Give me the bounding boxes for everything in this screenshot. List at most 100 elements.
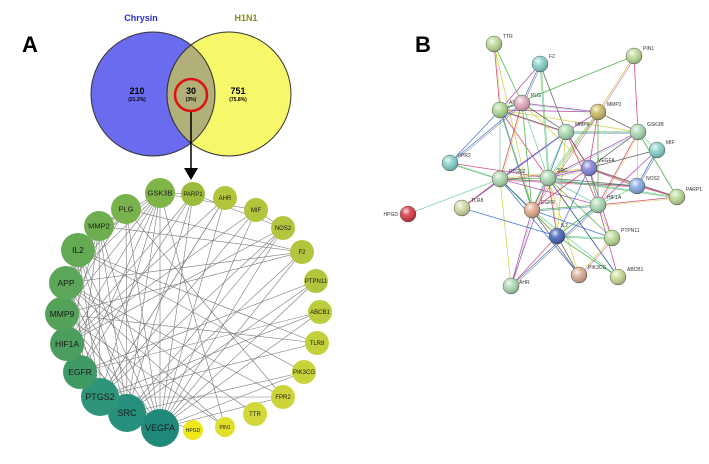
network-b-edge (499, 109, 599, 113)
venn-pct-overlap: (3%) (186, 97, 197, 103)
network-a-node-mmp9: MMP9 (45, 297, 79, 331)
network-b-node-egfr: EGFR (523, 200, 555, 219)
network-a-edge (77, 249, 128, 414)
network-b-node-shade (400, 206, 416, 222)
network-b-node-abcb1: ABCB1 (609, 267, 644, 286)
network-b-node-label: PLG (531, 93, 541, 99)
network-a-node-circle (243, 402, 267, 426)
network-a-edge (79, 311, 321, 373)
network-a-node-hpgd: HPGD (183, 420, 203, 440)
network-b-node-gsk3b: GSK3B (629, 122, 664, 141)
network-b-edge (407, 178, 501, 215)
network-b-node-label: TLR8 (471, 198, 483, 204)
network-a-edge (79, 192, 161, 373)
network-a-node-label: MIF (251, 208, 262, 214)
network-b-edge (521, 102, 533, 211)
venn-title-h1n1: H1N1 (234, 13, 257, 23)
network-b-edge (500, 104, 524, 181)
network-a-edge (66, 197, 226, 345)
network-b-node-plg: PLG (513, 93, 541, 112)
network-b-edge (510, 235, 558, 287)
network-a-nodes: PARP1AHRMIFNOS2F2PTPN11ABCB1TLR8PIK3CGFP… (45, 178, 332, 447)
network-a-node-circle (215, 417, 235, 437)
network-b-edge (539, 63, 549, 179)
network-b-edge (532, 113, 600, 212)
network-a-edge (61, 313, 226, 428)
network-a-node-plg: PLG (111, 194, 141, 224)
network-a-edge (125, 208, 284, 398)
network-b-node-shade (630, 124, 646, 140)
network-b-node-shade (558, 124, 574, 140)
network-a-node-abcb1: ABCB1 (308, 300, 332, 324)
network-a-node-label: NOS2 (275, 226, 292, 232)
network-a-node-hif1a: HIF1A (50, 327, 84, 361)
network-b-edge (449, 162, 501, 180)
network-a-node-label: VEGFA (145, 423, 175, 433)
network-a-node-circle (111, 194, 141, 224)
network-b-node-mmp9: MMP9 (557, 122, 590, 141)
network-b-edge (539, 63, 567, 133)
venn-count-chrysin: 210 (129, 86, 144, 96)
network-b-edge (556, 131, 567, 237)
network-a-node-label: PARP1 (183, 192, 203, 198)
network-a-node-label: ABCB1 (310, 310, 330, 316)
network-a-edge (159, 311, 321, 429)
network-b-node-ptpn11: PTPN11 (603, 228, 640, 247)
network-a-edge (77, 249, 305, 373)
network-b-edge (556, 167, 590, 237)
network-a-edge (125, 208, 128, 414)
overlap-highlight-ring (173, 77, 209, 113)
network-b-node-shade (649, 142, 665, 158)
network-b-edge (531, 167, 590, 211)
network-b-node-label: VEGFA (598, 158, 615, 164)
network-a-node-label: EGFR (68, 367, 92, 377)
network-b-edge (499, 178, 580, 276)
network-a-node-circle (305, 331, 329, 355)
network-a-node-circle (50, 327, 84, 361)
network-b-edge (451, 103, 524, 165)
network-a-node-label: HPGD (186, 428, 201, 434)
network-a-edge (99, 311, 321, 398)
network-b-node-shade (540, 170, 556, 186)
network-b-node-shade (486, 36, 502, 52)
venn-pct-chrysin: (21.2%) (128, 97, 146, 103)
network-a-node-label: IL2 (72, 245, 84, 255)
network-b-edge (510, 204, 599, 287)
network-b-node-fpr2: FPR2 (441, 153, 471, 172)
network-b-edge (499, 109, 549, 179)
network-b-node-src: SRC (539, 168, 568, 187)
network-a-edge (159, 396, 284, 429)
network-a-node-label: PTPN11 (305, 279, 328, 285)
network-a-node-circle (308, 300, 332, 324)
network-b-edge (548, 179, 620, 279)
network-a-edge (126, 251, 303, 414)
network-b-edge (494, 45, 502, 112)
network-b-edge (556, 235, 613, 239)
network-b-node-shade (442, 155, 458, 171)
network-a-node-ahr: AHR (213, 186, 237, 210)
network-a-node-label: FPR2 (275, 395, 291, 401)
network-a-node-circle (181, 182, 205, 206)
network-b-node-ptgs2: PTGS2 (491, 169, 526, 188)
network-b-node-shade (629, 178, 645, 194)
network-a-edge (99, 192, 161, 398)
network-b-node-label: MMP2 (607, 102, 622, 108)
network-b-node-label: HPGD (384, 212, 399, 218)
network-b-edge (499, 63, 541, 111)
network-a-node-circle (304, 269, 328, 293)
network-b-edge (493, 43, 533, 211)
network-b-node-label: IL2 (561, 223, 568, 229)
venn-diagram: Chrysin H1N1 210 (21.2%) 30 (3%) 751 (75… (90, 13, 292, 180)
network-b-edge (549, 178, 679, 199)
network-a-edge (159, 192, 226, 428)
network-a-node-tlr8: TLR8 (305, 331, 329, 355)
network-b-node-hpgd: HPGD (384, 205, 417, 223)
network-a-edge (99, 197, 226, 398)
network-a-edge (125, 208, 303, 253)
network-b-node-shade (604, 230, 620, 246)
network-a-edge (61, 251, 303, 315)
network-a-node-circle (271, 385, 295, 409)
network-a-edge (79, 193, 194, 373)
network-a-node-nos2: NOS2 (271, 216, 295, 240)
